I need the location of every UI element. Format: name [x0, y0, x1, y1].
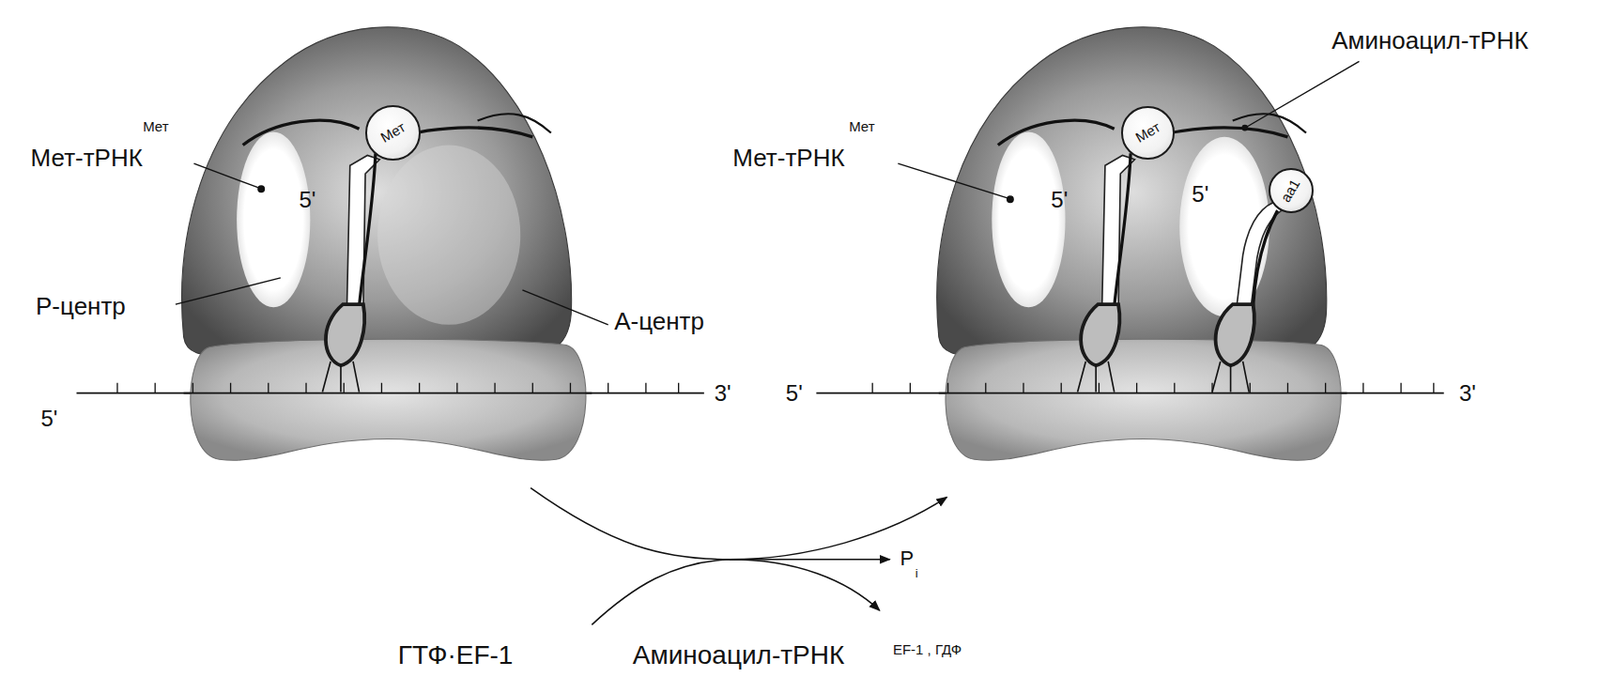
amino-acid-circle: Мет — [1121, 106, 1175, 160]
superscript: Мет — [848, 118, 875, 136]
mrna-strand — [184, 392, 1348, 394]
trna-label: Аминоацил-тРНК — [1331, 26, 1528, 56]
superscript: Мет — [142, 118, 169, 136]
a-site-pocket — [377, 145, 521, 325]
node-text: aa1 — [1277, 176, 1304, 205]
trna — [1077, 153, 1136, 392]
site-label: А-центр — [614, 307, 705, 337]
trna-label: Мет-тРНК — [732, 143, 845, 173]
product-label: EF-1 , ГДФ — [892, 641, 962, 659]
trna — [322, 153, 380, 392]
codon-ticks — [117, 383, 1434, 394]
node-text: Мет — [1133, 119, 1164, 146]
end-label: 5' — [40, 405, 58, 433]
reagent-label: ГТФ·EF-1 — [398, 639, 514, 672]
end-label: 5' — [785, 380, 803, 408]
subscript: i — [915, 566, 919, 582]
end-label: 5' — [1191, 181, 1209, 209]
trna-label: Мет-тРНК — [30, 143, 143, 173]
trna — [1212, 201, 1282, 392]
site-label: Р-центр — [35, 292, 126, 322]
end-label: 3' — [714, 380, 732, 408]
reagent-label: Аминоацил-тРНК — [632, 639, 846, 672]
amino-acid-circle: aa1 — [1268, 168, 1314, 214]
mrna-strand — [76, 392, 1445, 394]
ribosome — [937, 27, 1341, 461]
product-label: P — [900, 546, 915, 571]
end-label: 5' — [1050, 186, 1068, 215]
p-site-pocket — [991, 131, 1065, 308]
end-label: 5' — [298, 186, 316, 215]
ribosome — [182, 27, 586, 461]
amino-acid-circle: Мет — [365, 105, 421, 161]
p-site-pocket — [236, 131, 310, 308]
node-text: Мет — [377, 119, 408, 146]
end-label: 3' — [1459, 380, 1477, 408]
leader-line — [175, 61, 1360, 324]
reaction-arrow — [530, 488, 947, 626]
